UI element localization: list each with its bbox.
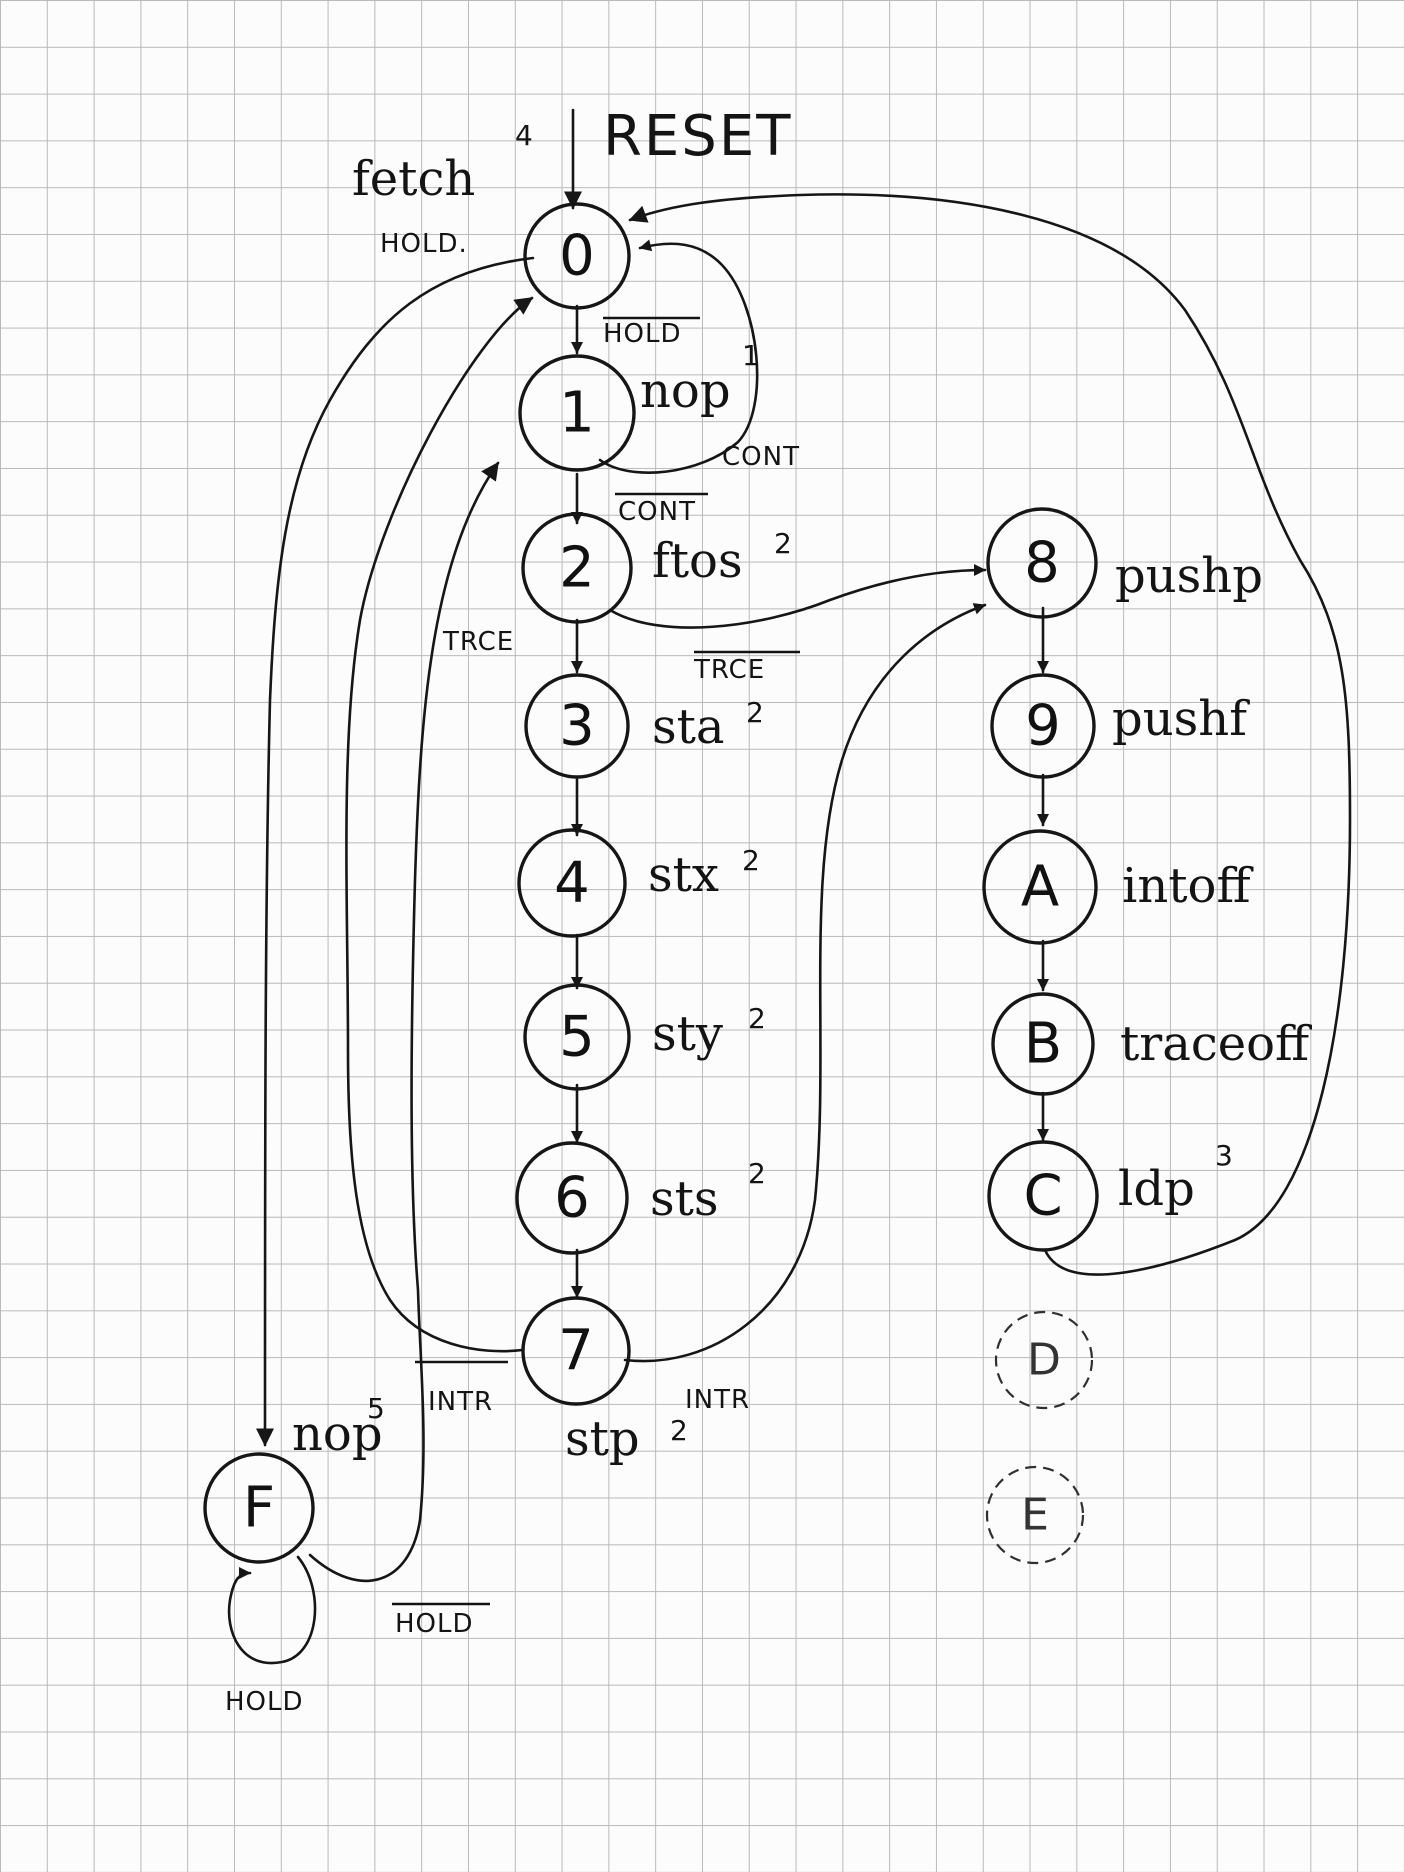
note-nop-F: 5 bbox=[367, 1392, 385, 1425]
svg-text:9: 9 bbox=[1025, 694, 1061, 759]
label-nop-1: nop bbox=[640, 363, 731, 419]
state-node-7[interactable]: 7 bbox=[521, 1296, 631, 1406]
edge-1-to-0-cont bbox=[598, 239, 759, 474]
note-sty: 2 bbox=[748, 1002, 766, 1035]
label-traceoff: traceoff bbox=[1120, 1016, 1312, 1072]
label-sts: sts bbox=[650, 1171, 719, 1227]
state-node-C[interactable]: C bbox=[987, 1140, 1099, 1252]
label-hold-not-0: HOLD bbox=[603, 319, 682, 349]
state-node-A[interactable]: A bbox=[982, 829, 1098, 945]
label-stp: stp bbox=[565, 1411, 640, 1467]
state-node-0[interactable]: 0 bbox=[523, 202, 631, 310]
svg-text:F: F bbox=[243, 1476, 275, 1541]
label-hold-0: HOLD. bbox=[380, 229, 468, 259]
svg-text:D: D bbox=[1027, 1335, 1061, 1386]
label-nop-F: nop bbox=[292, 1406, 383, 1462]
label-fetch: fetch bbox=[352, 151, 475, 207]
edge-F-to-1 bbox=[308, 461, 500, 1583]
svg-text:6: 6 bbox=[554, 1166, 590, 1231]
note-sts: 2 bbox=[748, 1157, 766, 1190]
label-hold-f: HOLD bbox=[225, 1687, 304, 1717]
svg-text:0: 0 bbox=[559, 224, 595, 289]
svg-text:8: 8 bbox=[1024, 531, 1060, 596]
label-hold-not-f: HOLD bbox=[395, 1609, 474, 1639]
label-trce-not: TRCE bbox=[693, 655, 765, 685]
svg-text:2: 2 bbox=[559, 536, 595, 601]
label-sty: sty bbox=[652, 1006, 723, 1062]
label-ftos: ftos bbox=[652, 533, 743, 589]
svg-text:1: 1 bbox=[559, 381, 595, 446]
svg-text:A: A bbox=[1021, 855, 1059, 920]
edge-7-to-0 bbox=[345, 296, 534, 1353]
state-node-9[interactable]: 9 bbox=[990, 673, 1096, 779]
svg-text:5: 5 bbox=[559, 1005, 595, 1070]
label-sta: sta bbox=[652, 699, 725, 755]
note-ldp: 3 bbox=[1215, 1139, 1233, 1172]
edge-0-to-F bbox=[256, 256, 535, 1447]
state-node-F[interactable]: F bbox=[203, 1452, 315, 1564]
state-node-5[interactable]: 5 bbox=[523, 983, 631, 1091]
label-cont: CONT bbox=[722, 442, 800, 472]
label-intr-not: INTR bbox=[428, 1387, 493, 1417]
svg-text:E: E bbox=[1021, 1490, 1049, 1541]
edge-C-to-0 bbox=[628, 193, 1352, 1276]
label-cont-not: CONT bbox=[618, 497, 696, 527]
label-ldp: ldp bbox=[1118, 1161, 1195, 1217]
edge-2-to-8 bbox=[608, 564, 987, 629]
state-node-E[interactable]: E bbox=[985, 1465, 1085, 1565]
state-node-4[interactable]: 4 bbox=[517, 828, 627, 938]
state-node-3[interactable]: 3 bbox=[524, 673, 630, 779]
note-stx: 2 bbox=[742, 844, 760, 877]
label-stx: stx bbox=[648, 847, 719, 903]
note-nop-1: 1 bbox=[742, 339, 760, 372]
label-trce: TRCE bbox=[442, 627, 514, 657]
svg-text:7: 7 bbox=[558, 1319, 594, 1384]
note-fetch: 4 bbox=[515, 119, 533, 152]
note-sta: 2 bbox=[746, 696, 764, 729]
state-node-B[interactable]: B bbox=[991, 992, 1095, 1096]
edge-7-to-8 bbox=[623, 603, 987, 1363]
label-pushf: pushf bbox=[1112, 691, 1250, 747]
note-ftos: 2 bbox=[774, 527, 792, 560]
label-reset: RESET bbox=[603, 104, 792, 169]
state-node-D[interactable]: D bbox=[994, 1310, 1094, 1410]
note-stp: 2 bbox=[670, 1414, 688, 1447]
state-node-2[interactable]: 2 bbox=[521, 512, 633, 624]
svg-text:4: 4 bbox=[554, 851, 590, 916]
label-intoff: intoff bbox=[1122, 858, 1253, 914]
svg-text:B: B bbox=[1024, 1012, 1062, 1077]
svg-text:3: 3 bbox=[559, 694, 595, 759]
state-node-1[interactable]: 1 bbox=[518, 354, 636, 472]
svg-text:C: C bbox=[1023, 1164, 1062, 1229]
state-node-8[interactable]: 8 bbox=[986, 507, 1098, 619]
label-pushp: pushp bbox=[1115, 548, 1263, 604]
edge-F-self-loop bbox=[227, 1555, 317, 1665]
state-node-6[interactable]: 6 bbox=[515, 1141, 629, 1255]
label-intr: INTR bbox=[685, 1385, 750, 1415]
